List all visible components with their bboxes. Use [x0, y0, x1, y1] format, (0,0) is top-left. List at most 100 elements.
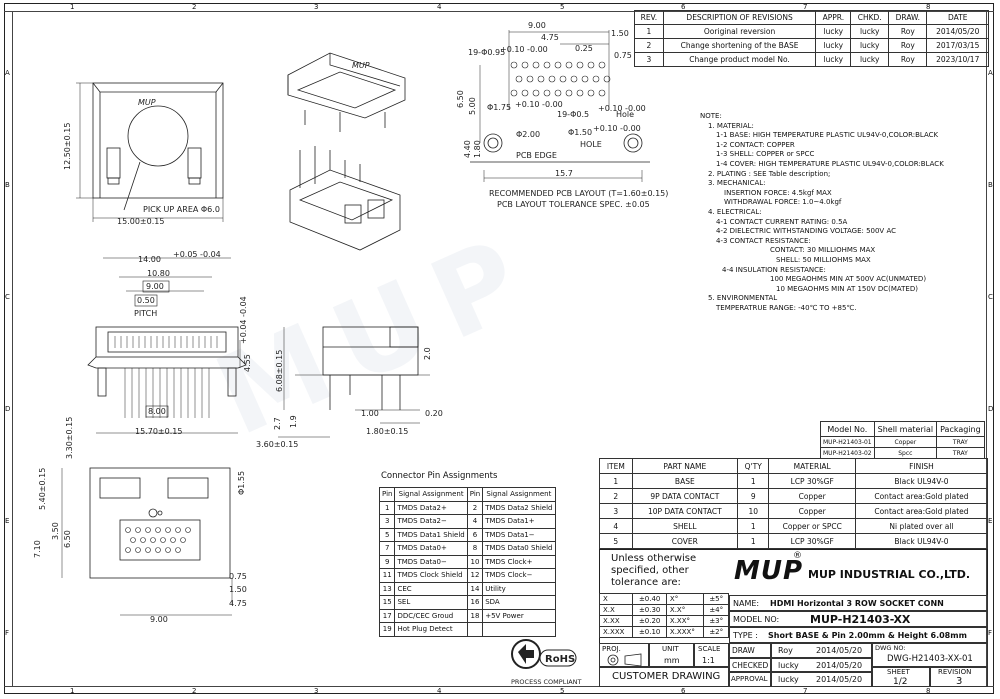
dim-pcb-hole2: Φ1.75 — [487, 103, 511, 112]
dim-pcb-025: 0.25 — [575, 44, 593, 53]
top-view — [76, 82, 224, 222]
dim-pcb-edge: PCB EDGE — [516, 151, 557, 160]
table-row: 1 Ooriginal reversion lucky lucky Roy 20… — [634, 24, 989, 39]
dim-bot-650: 6.50 — [63, 530, 72, 548]
side-view — [278, 326, 430, 438]
dim-pcb-hole4-suffix: HOLE — [580, 140, 602, 149]
dim-pcb-hole4-tol: +0.10 -0.00 — [593, 124, 641, 133]
pcb-note-1: RECOMMENDED PCB LAYOUT (T=1.60±0.15) — [489, 189, 668, 198]
pcb-layout — [470, 30, 650, 182]
product-name: HDMI Horizontal 3 ROW SOCKET CONN — [770, 599, 944, 608]
iso-view-bottom — [289, 146, 401, 251]
rev-triangle: 2 — [634, 38, 664, 53]
dim-side-020: 0.20 — [425, 409, 443, 418]
drawing-frame — [4, 3, 994, 694]
zone-ruler-bottom: 1 2 3 4 5 6 7 8 — [4, 686, 994, 695]
table-row: MUP-H21403-01 Copper TRAY — [820, 436, 985, 448]
dim-bot-150: 1.50 — [229, 585, 247, 594]
registered-mark: ® — [793, 551, 802, 561]
iso-view-top — [287, 52, 406, 132]
dim-pcb-650: 6.50 — [456, 90, 465, 108]
iso-logo: MUP — [352, 61, 370, 70]
dim-front-050: 0.50 — [137, 296, 155, 305]
dim-pickup: PICK UP AREA Φ6.0 — [143, 205, 220, 214]
rev-triangle: 1 — [634, 24, 664, 39]
dim-pitch: PITCH — [134, 309, 157, 318]
dim-pcb-200: Φ2.00 — [516, 130, 540, 139]
dim-pcb-075: 0.75 — [614, 51, 632, 60]
dim-pcb-440: 4.40 — [463, 140, 472, 158]
dim-side-100: 1.00 — [361, 409, 379, 418]
table-row: 2 Change shortening of the BASE lucky lu… — [634, 38, 989, 53]
svg-text:PROCESS COMPLIANT: PROCESS COMPLIANT — [511, 678, 582, 686]
dim-pcb-hole3-suffix: Hole — [616, 110, 634, 119]
dim-bot-475: 4.75 — [229, 599, 247, 608]
dim-side-608: 6.08±0.15 — [275, 350, 284, 392]
dim-front-1080: 10.80 — [147, 269, 170, 278]
dim-pcb-150: 1.50 — [611, 29, 629, 38]
zone-ruler-top: 1 2 3 4 5 6 7 8 — [4, 3, 994, 12]
dim-side-19: 1.9 — [289, 415, 298, 428]
model-table: Model No. Shell material Packaging MUP-H… — [820, 421, 985, 459]
dim-bot-075: 0.75 — [229, 572, 247, 581]
zone-ruler-left: A B C D E F — [4, 11, 13, 686]
dim-pcb-hole1-tol: +0.10 -0.00 — [500, 45, 548, 54]
front-view — [87, 257, 247, 434]
dim-pcb-hole3: 19-Φ0.5 — [557, 110, 589, 119]
table-row: 3 Change product model No. lucky lucky R… — [634, 52, 989, 67]
dim-front-900: 9.00 — [146, 282, 164, 291]
dim-pcb-180: 1.80 — [473, 140, 482, 158]
model-number: MUP-H21403-XX — [810, 613, 911, 626]
pcb-note-2: PCB LAYOUT TOLERANCE SPEC. ±0.05 — [497, 200, 650, 209]
top-view-logo: MUP — [138, 98, 156, 107]
dim-bot-710: 7.10 — [33, 540, 42, 558]
dim-front-14: 14.00 — [138, 255, 161, 264]
pin-table: Pin Signal Assignment Pin Signal Assignm… — [378, 487, 556, 637]
dim-bot-900: 9.00 — [150, 615, 168, 624]
revision-table: REV. DESCRIPTION OF REVISIONS APPR. CHKD… — [634, 10, 989, 67]
dim-front-800: 8.00 — [148, 407, 166, 416]
dim-top-width: 15.00±0.15 — [117, 217, 164, 226]
dim-front-455: 4.55 — [243, 354, 252, 372]
rev-triangle: 3 — [634, 52, 664, 67]
product-type: Short BASE & Pin 2.00mm & Height 6.08mm — [768, 631, 967, 640]
dim-pcb-475: 4.75 — [541, 33, 559, 42]
dim-pcb-hole2-tol: +0.10 -0.00 — [515, 100, 563, 109]
dim-side-20: 2.0 — [423, 347, 432, 360]
dim-pcb-157: 15.7 — [555, 169, 573, 178]
dim-bot-330: 3.30±0.15 — [65, 417, 74, 459]
dim-pcb-hole1: 19-Φ0.95 — [468, 48, 505, 57]
dim-top-height: 12.50±0.15 — [63, 123, 72, 170]
dim-pcb-900: 9.00 — [528, 21, 546, 30]
projection-icon — [607, 653, 642, 667]
dim-side-180: 1.80±0.15 — [366, 427, 408, 436]
dim-front-455-tol: +0.04 -0.04 — [239, 296, 248, 344]
drawing-number: DWG-H21403-XX-01 — [887, 654, 973, 664]
dim-pcb-hole4: Φ1.50 — [568, 128, 592, 137]
svg-text:RoHS: RoHS — [545, 654, 575, 665]
zone-ruler-right: A B C D E F — [986, 11, 995, 686]
notes: NOTE: 1. MATERIAL: 1-1 BASE: HIGH TEMPER… — [700, 112, 944, 312]
dim-front-1570: 15.70±0.15 — [135, 427, 182, 436]
dim-pcb-500: 5.00 — [468, 97, 477, 115]
table-row: MUP-H21403-02 Spcc TRAY — [820, 447, 985, 459]
